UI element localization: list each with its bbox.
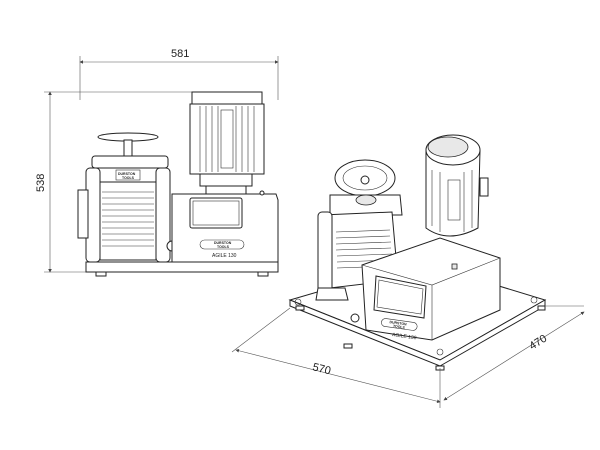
- iso-view: 570 470: [231, 134, 585, 408]
- iso-display-screen: [373, 275, 427, 319]
- svg-text:TOOLS: TOOLS: [122, 176, 135, 180]
- height-dimension-label: 538: [35, 174, 47, 192]
- iso-control-box: DURSTON TOOLS AGILE 130: [361, 237, 501, 341]
- front-rolling-mill: DURSTON TOOLS: [77, 132, 178, 263]
- knob-icon: [350, 313, 360, 323]
- height-dimension: 538: [35, 91, 200, 273]
- iso-logo: DURSTON TOOLS: [381, 318, 418, 331]
- front-model-label: AGILE 130: [212, 253, 237, 259]
- iso-model-label: AGILE 130: [392, 332, 417, 341]
- front-logo: DURSTON TOOLS: [199, 239, 245, 250]
- svg-text:DURSTON: DURSTON: [118, 172, 136, 176]
- svg-text:DURSTON: DURSTON: [389, 320, 407, 326]
- width-dimension: 581: [79, 48, 279, 100]
- front-logo-top: DURSTON TOOLS: [115, 169, 141, 181]
- front-control-box: DURSTON TOOLS AGILE 130: [171, 190, 279, 263]
- front-display-screen: [189, 197, 243, 229]
- front-view: 581 538: [35, 48, 279, 277]
- svg-text:DURSTON: DURSTON: [214, 241, 232, 245]
- iso-motor: [425, 134, 489, 237]
- svg-text:TOOLS: TOOLS: [217, 245, 230, 249]
- front-base: [85, 261, 279, 277]
- front-motor: [189, 91, 265, 195]
- length-dimension: 570: [231, 307, 441, 408]
- length-dimension-label: 570: [311, 361, 332, 377]
- width-dimension-label: 581: [171, 48, 189, 60]
- svg-text:TOOLS: TOOLS: [393, 324, 406, 330]
